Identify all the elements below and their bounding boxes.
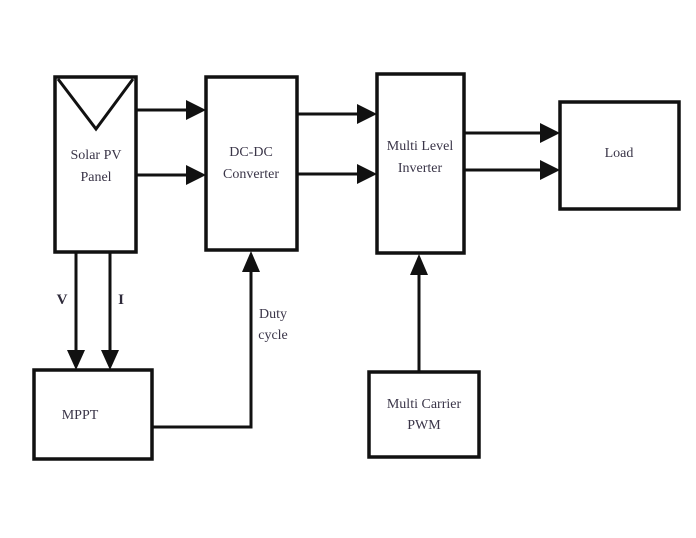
arrowhead-up-icon [242,251,260,272]
arrowhead-up-icon [410,254,428,275]
multi-carrier-pwm-label-line2: PWM [407,418,441,433]
current-signal-label: I [118,292,124,308]
voltage-signal-label: V [57,292,68,308]
arrowhead-down-icon [67,350,85,370]
multi-carrier-pwm-label-line1: Multi Carrier [387,397,462,412]
load-box [558,100,681,211]
multi-carrier-pwm-box [367,370,481,459]
arrowhead-right-icon [540,123,560,143]
arrowhead-right-icon [357,104,377,124]
block-multi-level-inverter: Multi Level Inverter [375,72,466,255]
dc-dc-converter-label-line2: Converter [223,167,279,182]
connector-mppt-to-dcdc-duty-cycle: Duty cycle [152,251,288,429]
mppt-box [32,368,154,461]
multi-level-inverter-label-line1: Multi Level [387,139,454,154]
dc-dc-converter-box [204,75,299,252]
arrowhead-right-icon [540,160,560,180]
solar-panel-triangle-icon [56,78,135,132]
duty-cycle-label-line2: cycle [258,328,288,343]
arrowhead-right-icon [357,164,377,184]
connector-inverter-to-load-bottom [464,160,560,180]
block-solar-pv-panel: Solar PV Panel [53,75,138,254]
connector-dcdc-to-inverter-top [297,104,377,124]
dc-dc-converter-label-line1: DC-DC [229,145,273,160]
solar-pv-panel-box [53,75,138,254]
load-label: Load [605,146,634,161]
duty-cycle-label-line1: Duty [259,307,287,322]
connector-inverter-to-load-top [464,123,560,143]
arrowhead-down-icon [101,350,119,370]
block-multi-carrier-pwm: Multi Carrier PWM [367,370,481,459]
connector-pv-to-mppt-current: I [101,252,124,370]
connector-pv-to-mppt-voltage: V [57,252,85,370]
solar-pv-panel-label-line1: Solar PV [71,148,122,163]
connector-dcdc-to-inverter-bottom [297,164,377,184]
multi-level-inverter-label-line2: Inverter [398,161,443,176]
mppt-label: MPPT [62,408,99,423]
block-dc-dc-converter: DC-DC Converter [204,75,299,252]
arrowhead-right-icon [186,165,206,185]
block-mppt: MPPT [32,368,154,461]
connector-pv-to-dcdc-top [136,100,206,120]
block-load: Load [558,100,681,211]
connector-pv-to-dcdc-bottom [136,165,206,185]
solar-pv-panel-label-line2: Panel [80,170,111,185]
multi-level-inverter-box [375,72,466,255]
connector-pwm-to-inverter [410,254,428,372]
arrowhead-right-icon [186,100,206,120]
